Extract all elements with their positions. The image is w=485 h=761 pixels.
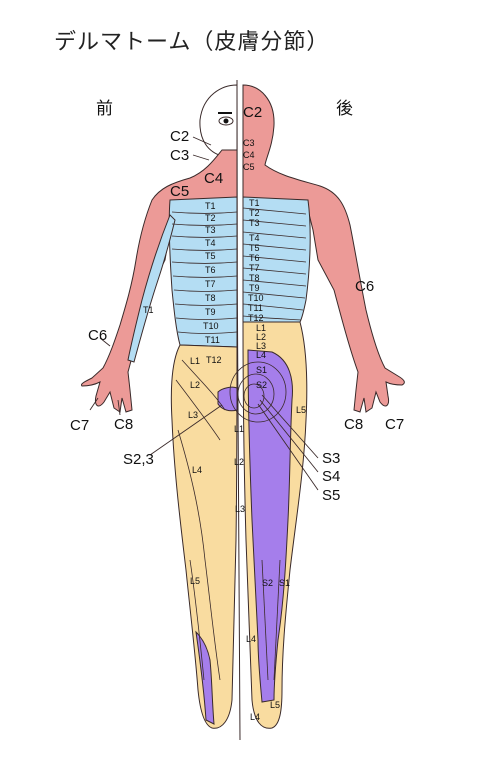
front-c8-label: C8 [114,416,133,433]
back-s4-label: S4 [322,468,340,485]
back-t12-label: T12 [248,313,264,323]
back-t7-label: T7 [249,263,260,273]
back-side-label: 後 [336,99,353,119]
back-s5-label: S5 [322,487,340,504]
back-l2-label: L2 [256,332,266,342]
back-body [229,84,405,729]
front-t2-label: T2 [205,213,216,223]
back-c7-label: C7 [385,416,404,433]
back-t4-label: T4 [249,233,260,243]
front-t11-label: T11 [205,335,220,345]
front-t10-label: T10 [203,321,219,331]
front-l1-label: L1 [190,356,200,366]
front-l4-label: L4 [192,465,202,475]
front-t4-label: T4 [205,238,216,248]
front-leg-lines [175,359,226,681]
back-leg-lines [261,559,281,681]
back-s1-leg-label: S1 [279,578,290,588]
back-sacral-rings [229,361,287,423]
front-lumbar-region [170,344,238,729]
back-c8-label: C8 [344,416,363,433]
back-s1-label: S1 [256,365,267,375]
back-s3-label: S3 [322,450,340,467]
front-leader-lines [89,136,223,456]
front-neck-shoulder-region [81,149,238,413]
back-t1-label: T1 [249,198,260,208]
back-l4-label: L4 [256,350,266,360]
front-t1-arm-strip [127,214,176,363]
front-c5-label: C5 [170,183,189,200]
front-side-label: 前 [96,99,113,119]
front-c4-label: C4 [204,170,223,187]
front-t3-label: T3 [205,225,216,235]
back-l4-foot-label: L4 [250,712,260,722]
back-l3-label: L3 [256,341,266,351]
front-l3-label: L3 [188,410,198,420]
front-t8-label: T8 [205,293,216,303]
front-t1-arm-label: T1 [143,305,154,315]
back-t9-label: T9 [249,283,260,293]
front-l5-label: L5 [190,576,200,586]
front-t6-label: T6 [205,265,216,275]
back-c4-label: C4 [243,150,255,160]
center-divider [236,79,241,741]
front-c7-label: C7 [70,417,89,434]
back-l5-foot-label: L5 [270,700,280,710]
front-s23-label: S2,3 [123,451,154,468]
back-s2-label: S2 [256,380,267,390]
front-c6-label: C6 [88,327,107,344]
front-l1-mid-label: L1 [234,424,244,434]
front-t5-label: T5 [205,251,216,261]
front-l2-label: L2 [190,380,200,390]
back-t3-label: T3 [249,218,260,228]
front-l2-mid-label: L2 [234,457,244,467]
front-l3-mid-label: L3 [235,504,245,514]
back-t6-label: T6 [249,253,260,263]
back-head-neck-region [242,84,405,413]
back-t10-label: T10 [248,293,264,303]
back-s2-leg-label: S2 [262,578,273,588]
back-t8-label: T8 [249,273,260,283]
back-t5-label: T5 [249,243,260,253]
front-c3-label: C3 [170,147,189,164]
front-thoracic-bands [171,211,238,334]
front-t1-label: T1 [205,201,216,211]
front-sacral-shin [195,630,215,725]
page-title: デルマトーム（皮膚分節） [54,30,330,55]
back-c2-label: C2 [243,104,262,121]
front-t12-label: T12 [206,355,222,365]
back-t11-label: T11 [248,303,263,313]
front-body [81,84,238,729]
back-c6-label: C6 [355,278,374,295]
back-leader-lines [257,394,319,491]
back-thoracic-bands [242,207,307,321]
back-l1-label: L1 [256,323,266,333]
front-l4-low-label: L4 [246,634,256,644]
back-c5-label: C5 [243,162,255,172]
back-l5-label: L5 [296,405,306,415]
front-t7-label: T7 [205,279,216,289]
front-t9-label: T9 [205,307,216,317]
back-c3-label: C3 [243,138,255,148]
back-t2-label: T2 [249,208,260,218]
front-c2-label: C2 [170,128,189,145]
